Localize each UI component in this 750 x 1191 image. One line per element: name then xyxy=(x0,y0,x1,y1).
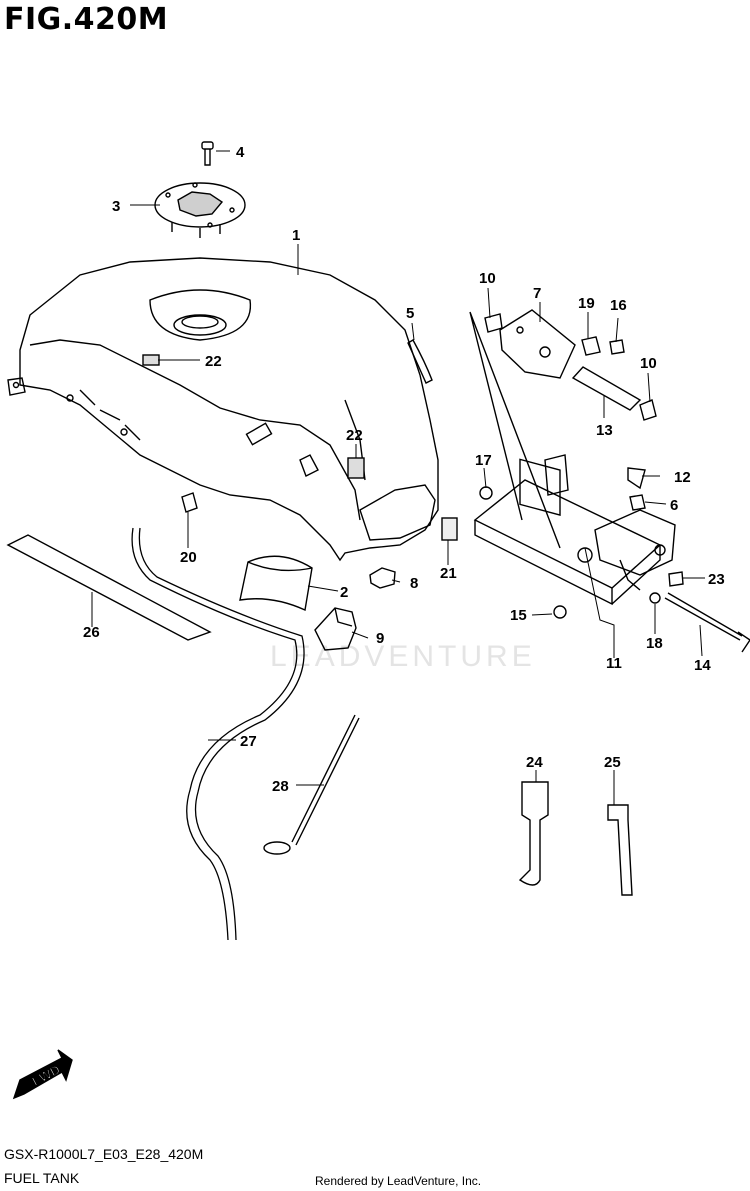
damper-10b xyxy=(639,399,657,421)
hose-27 xyxy=(131,527,305,941)
callout-17: 17 xyxy=(475,452,492,469)
bracket-assembly xyxy=(469,311,676,606)
plate-hole xyxy=(539,346,551,358)
damper-10a xyxy=(484,313,503,333)
cushion-8 xyxy=(369,567,396,589)
callout-labels: 1 2 3 4 5 6 7 8 9 10 10 11 12 13 14 15 1… xyxy=(83,144,725,795)
callout-12: 12 xyxy=(674,469,691,486)
figure-title: FIG.420M xyxy=(4,2,169,37)
callout-2: 2 xyxy=(340,584,348,601)
pad-20 xyxy=(181,492,198,513)
callout-19: 19 xyxy=(578,295,595,312)
nut-6 xyxy=(629,494,646,511)
callout-11: 11 xyxy=(606,655,622,672)
callout-24: 24 xyxy=(526,754,543,771)
callout-6: 6 xyxy=(670,497,678,514)
washer-18 xyxy=(649,592,661,604)
watermark: LEADVENTURE xyxy=(270,640,536,673)
callout-10: 10 xyxy=(479,270,496,287)
tie-25 xyxy=(607,804,633,896)
callout-27: 27 xyxy=(240,733,257,750)
callout-8: 8 xyxy=(410,575,418,592)
callout-21: 21 xyxy=(440,565,457,582)
callout-18: 18 xyxy=(646,635,663,652)
sheet-26 xyxy=(6,534,212,641)
callout-1: 1 xyxy=(292,227,300,244)
fwd-arrow-icon: FWD xyxy=(12,1049,73,1100)
callout-26: 26 xyxy=(83,624,100,641)
figure-name: FUEL TANK xyxy=(4,1170,80,1186)
bracket-plate-7 xyxy=(499,309,576,379)
plate-hole xyxy=(516,326,524,334)
clip-12 xyxy=(627,467,646,490)
strap-24 xyxy=(518,781,549,886)
callout-22b: 22 xyxy=(346,427,363,444)
drain-rod-28 xyxy=(263,714,360,855)
rendered-by: Rendered by LeadVenture, Inc. xyxy=(315,1174,482,1188)
callout-5: 5 xyxy=(406,305,414,322)
callout-28: 28 xyxy=(272,778,289,795)
holder-9 xyxy=(314,607,357,651)
callout-23: 23 xyxy=(708,571,725,588)
pad-21 xyxy=(441,517,458,541)
filler-flange xyxy=(154,182,246,238)
leader-lines xyxy=(91,150,705,805)
callout-4: 4 xyxy=(236,144,245,161)
callout-10b: 10 xyxy=(640,355,657,372)
callout-9: 9 xyxy=(376,630,384,647)
flange-bolt xyxy=(201,141,214,166)
callout-7: 7 xyxy=(533,285,541,302)
cushion-19 xyxy=(581,336,601,356)
callout-20: 20 xyxy=(180,549,197,566)
callout-14: 14 xyxy=(694,657,711,674)
bolt-14 xyxy=(664,592,750,653)
fwd-label: FWD xyxy=(29,1062,62,1089)
rivet-16 xyxy=(609,339,625,355)
washer-17 xyxy=(479,486,493,500)
callout-13: 13 xyxy=(596,422,613,439)
callout-25: 25 xyxy=(604,754,621,771)
bolt-15 xyxy=(553,605,567,619)
model-code: GSX-R1000L7_E03_E28_420M xyxy=(4,1146,204,1162)
fuel-tank xyxy=(7,257,439,562)
callout-22a: 22 xyxy=(205,353,222,370)
seal-strip-5 xyxy=(407,339,433,384)
tube-13 xyxy=(571,366,642,411)
nut-23 xyxy=(668,571,684,587)
callout-3: 3 xyxy=(112,198,120,215)
cushion-2 xyxy=(239,555,313,612)
callout-15: 15 xyxy=(510,607,527,624)
callout-16: 16 xyxy=(610,297,627,314)
